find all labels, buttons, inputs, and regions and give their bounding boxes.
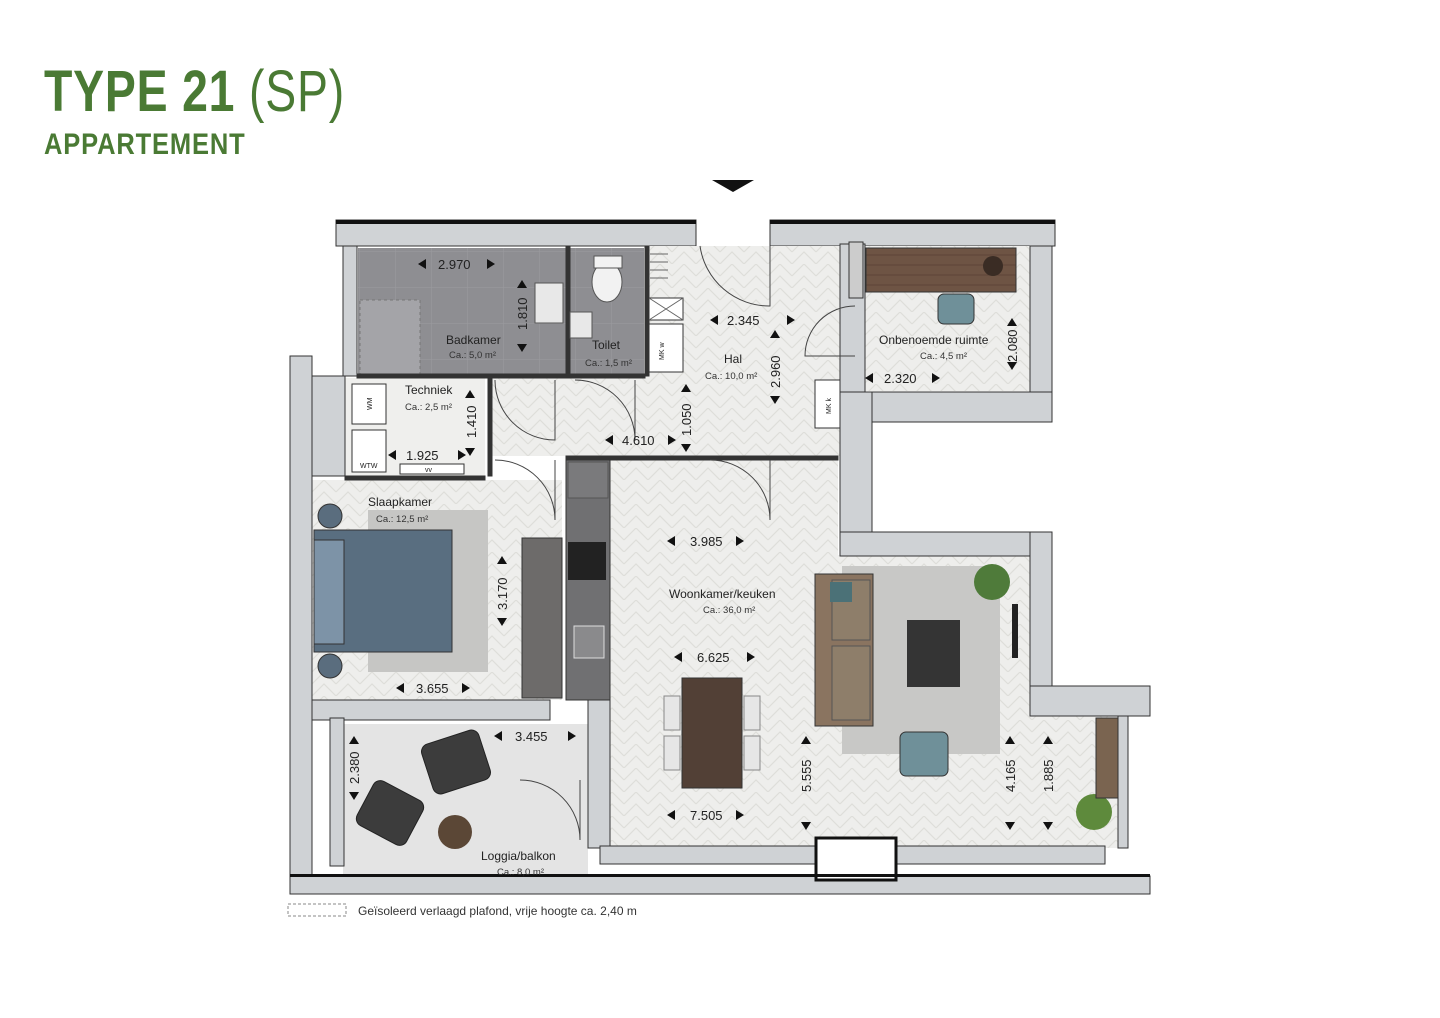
kitchen-sink-icon [573,625,605,659]
room-name-hal: Hal [724,352,742,366]
shower-area [359,299,421,375]
legend-swatch [287,903,347,917]
pillow [830,582,852,602]
room-area-loggia: Ca.: 8,0 m² [497,867,544,878]
cooktop-icon [568,542,606,580]
dim-hal-width: 2.345 [727,313,760,328]
nightstand-bottom [317,653,343,679]
type-label: TYPE 21 [44,59,236,124]
mk-box-cross [648,297,684,321]
title-block: TYPE 21 (SP) APPARTEMENT [44,58,420,162]
dim-onbenoemde-height: 2.080 [1005,329,1020,362]
dim-loggia-height: 2.380 [347,751,362,784]
dim-hal-height: 2.960 [768,355,783,388]
fridge-icon [567,461,609,499]
dim-gang-width: 4.610 [622,433,655,448]
room-area-hal: Ca.: 10,0 m² [705,371,757,382]
room-name-techniek: Techniek [405,383,453,397]
room-area-onbenoemde: Ca.: 4,5 m² [920,351,967,362]
dim-woon-width-3: 7.505 [690,808,723,823]
vv-label: vv [425,467,433,474]
type-suffix: (SP) [249,59,345,124]
sofa-cushion-bottom [831,645,871,721]
dim-techniek-width: 1.925 [406,448,439,463]
top-facade [335,219,1056,247]
plant-icon-2 [1076,794,1112,830]
page-subtitle: APPARTEMENT [44,128,246,161]
room-name-toilet: Toilet [592,338,621,352]
dim-woon-height-1: 5.555 [799,759,814,792]
desk-chair [937,293,975,325]
wm-label: WM [367,397,374,410]
dining-table [681,677,743,789]
room-name-badkamer: Badkamer [446,333,501,347]
mkw-box [648,323,684,373]
dim-techniek-height: 1.410 [464,405,479,438]
dim-woon-height-3: 1.885 [1041,759,1056,792]
room-area-badkamer: Ca.: 5,0 m² [449,350,496,361]
dim-loggia-width: 3.455 [515,729,548,744]
entrance-arrow [712,180,754,192]
gang-floor [488,378,838,456]
dim-woon-height-2: 4.165 [1003,759,1018,792]
cabinet [848,241,864,299]
room-area-slaapkamer: Ca.: 12,5 m² [376,514,428,525]
toilet-sink-icon [569,311,593,339]
bottom-facade-line [290,874,1150,877]
dim-woon-width-1: 3.985 [690,534,723,549]
room-name-loggia: Loggia/balkon [481,849,556,863]
dim-badkamer-height: 1.810 [515,297,530,330]
mkk-label: MK k [826,398,833,414]
mkw-label: MK w [659,342,666,360]
toilet-tank-icon [593,255,623,269]
room-area-techniek: Ca.: 2,5 m² [405,402,452,413]
legend-text: Geïsoleerd verlaagd plafond, vrije hoogt… [358,904,637,918]
sideboard [1095,717,1119,799]
wm-box [351,383,387,425]
dim-slaapkamer-width: 3.655 [416,681,449,696]
loggia-chair-2 [355,780,425,846]
stairs-icon [650,253,668,279]
tv-stand [1012,604,1018,658]
loggia-chair-1 [421,729,491,795]
wardrobe [521,537,563,699]
sink-icon [534,282,564,324]
armchair [899,731,949,777]
page-title: TYPE 21 (SP) [44,58,345,126]
desk-bowl [983,256,1003,276]
dim-woon-width-2: 6.625 [697,650,730,665]
room-name-onbenoemde: Onbenoemde ruimte [879,333,989,347]
room-name-slaapkamer: Slaapkamer [368,495,432,509]
nightstand-top [317,503,343,529]
room-area-woonkamer: Ca.: 36,0 m² [703,605,755,616]
wtw-box [351,429,387,473]
doors [494,245,856,841]
coffee-table [907,620,960,687]
dimension-arrows [349,259,1053,830]
wtw-label: WTW [360,463,378,470]
dim-gang-height: 1.050 [679,403,694,436]
mkk-box [814,379,841,429]
room-area-toilet: Ca.: 1,5 m² [585,358,632,369]
dining-chairs [663,695,761,771]
room-name-woonkamer: Woonkamer/keuken [669,587,776,601]
dim-badkamer-width: 2.970 [438,257,471,272]
dim-slaapkamer-height: 3.170 [495,577,510,610]
bed-pillows [313,539,345,645]
loggia-table [438,815,472,849]
dim-onbenoemde-width: 2.320 [884,371,917,386]
plant-icon [974,564,1010,600]
vv-box [399,463,465,475]
